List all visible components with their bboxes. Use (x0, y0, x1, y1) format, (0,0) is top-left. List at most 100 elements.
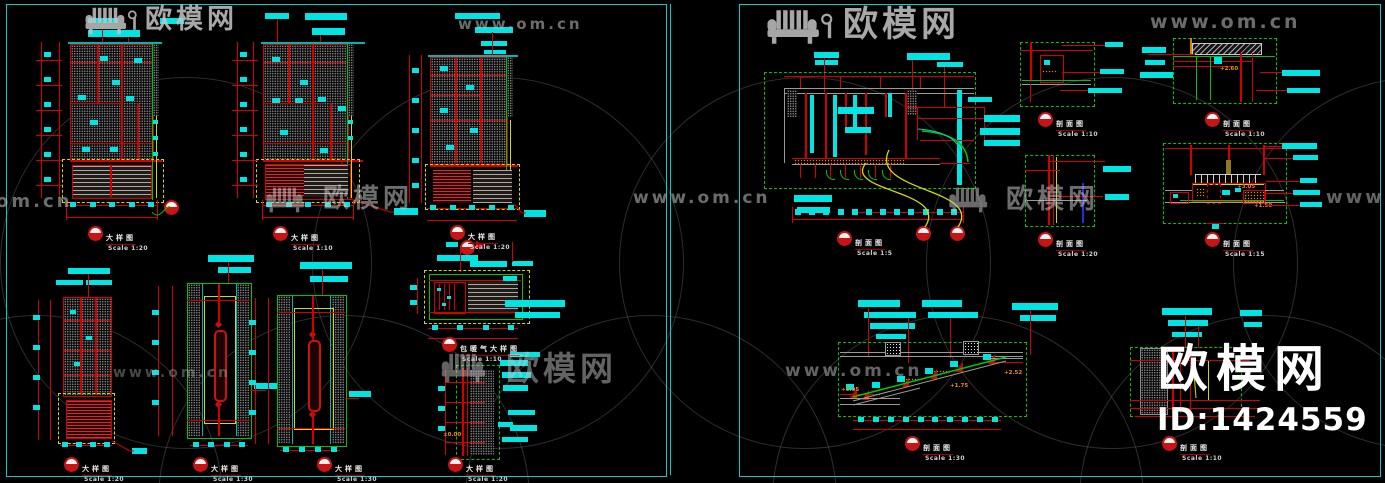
red-line (263, 160, 363, 162)
cyan-bar (208, 255, 254, 262)
cyan-box (132, 448, 147, 454)
cyan-box (70, 310, 76, 314)
cyan-box (438, 426, 445, 431)
red-line (288, 44, 290, 104)
dim-tick-line (232, 135, 258, 136)
cyan-bar (265, 13, 289, 19)
cyan-bar (1300, 202, 1322, 207)
red-stud (805, 93, 807, 158)
red-line (1030, 84, 1031, 102)
detail-bubble-icon (317, 457, 332, 472)
dim-tick (430, 205, 436, 210)
cyan-box (1235, 188, 1241, 192)
green-dashed-frame (838, 342, 1027, 417)
door-detail-frame (187, 283, 252, 439)
cyan-box (440, 66, 448, 71)
dim-tick-row (193, 442, 245, 447)
cyan-box (349, 391, 371, 397)
cyan-box (1044, 60, 1050, 65)
cyan-box (348, 120, 353, 124)
teal-line (202, 284, 203, 436)
drawing-scale: Scale 1:10 (1058, 131, 1099, 138)
red-line (1266, 181, 1300, 182)
green-dashed-frame (764, 72, 976, 189)
red-line (840, 394, 874, 395)
door-detail-frame (277, 295, 347, 447)
cyan-bar (1105, 42, 1123, 47)
orange-hatch (933, 370, 951, 374)
red-line (1058, 196, 1103, 197)
cyan-bar (1145, 60, 1165, 65)
red-line (277, 312, 345, 313)
gray-line (840, 352, 1023, 353)
cyan-box (44, 52, 51, 57)
cyan-box (33, 315, 40, 320)
detail-bubble-icon (442, 337, 457, 352)
green-line (1173, 56, 1275, 57)
cyan-bar (858, 300, 900, 307)
cyan-box (412, 158, 419, 163)
red-line (110, 165, 112, 197)
cyan-box (348, 136, 353, 140)
dim-tick (76, 442, 82, 447)
cyan-box (438, 386, 445, 391)
red-line (430, 75, 506, 76)
dim-tick (344, 202, 350, 207)
cyan-box (320, 148, 328, 153)
cyan-box (846, 384, 854, 390)
green-line (1180, 200, 1284, 201)
louver-slats (72, 165, 152, 199)
red-line (1165, 148, 1283, 149)
dim-tick (324, 202, 331, 207)
cyan-bar (310, 276, 348, 282)
cyan-box (240, 127, 247, 132)
dim-tick (872, 417, 879, 422)
dim-tick-line (232, 160, 258, 161)
cyan-bar (312, 28, 345, 35)
cyan-bar (502, 437, 528, 442)
dim-tick (482, 325, 489, 330)
cyan-box (33, 405, 40, 410)
dim-tick-line (36, 110, 62, 111)
cyan-box (412, 98, 419, 103)
drawing-title: 剖面图 (855, 239, 885, 250)
dim-tick (70, 202, 76, 207)
red-line (445, 402, 485, 403)
yellow-line (351, 116, 352, 198)
green-line (506, 57, 507, 203)
red-line (1130, 408, 1260, 409)
cyan-bar (437, 255, 478, 261)
dim-chain (158, 286, 159, 436)
dim-tick-row (70, 202, 154, 207)
detail-bubble-icon (1038, 232, 1053, 247)
red-line (97, 44, 99, 104)
id-overlay-text: ID:1424559 (1157, 402, 1368, 438)
dim-tick (193, 442, 199, 447)
dim-tick (109, 202, 115, 207)
yellow-line (1192, 183, 1264, 185)
dim-tick (208, 442, 215, 447)
blue-line (1082, 183, 1084, 223)
dim-line (792, 219, 964, 220)
red-stud (905, 93, 907, 158)
detail-bubble-icon (450, 225, 465, 240)
red-line (63, 320, 110, 321)
cyan-bar (500, 360, 528, 366)
red-line (455, 57, 457, 163)
right-sheet-border (739, 4, 1381, 477)
dim-line (280, 450, 340, 451)
red-line (868, 307, 869, 357)
cyan-box (240, 152, 247, 157)
dim-line (1135, 416, 1255, 417)
teal-line (330, 296, 331, 444)
dim-line (157, 200, 158, 220)
cyan-box (134, 58, 142, 63)
gray-line (988, 358, 1023, 359)
red-line (920, 140, 974, 141)
